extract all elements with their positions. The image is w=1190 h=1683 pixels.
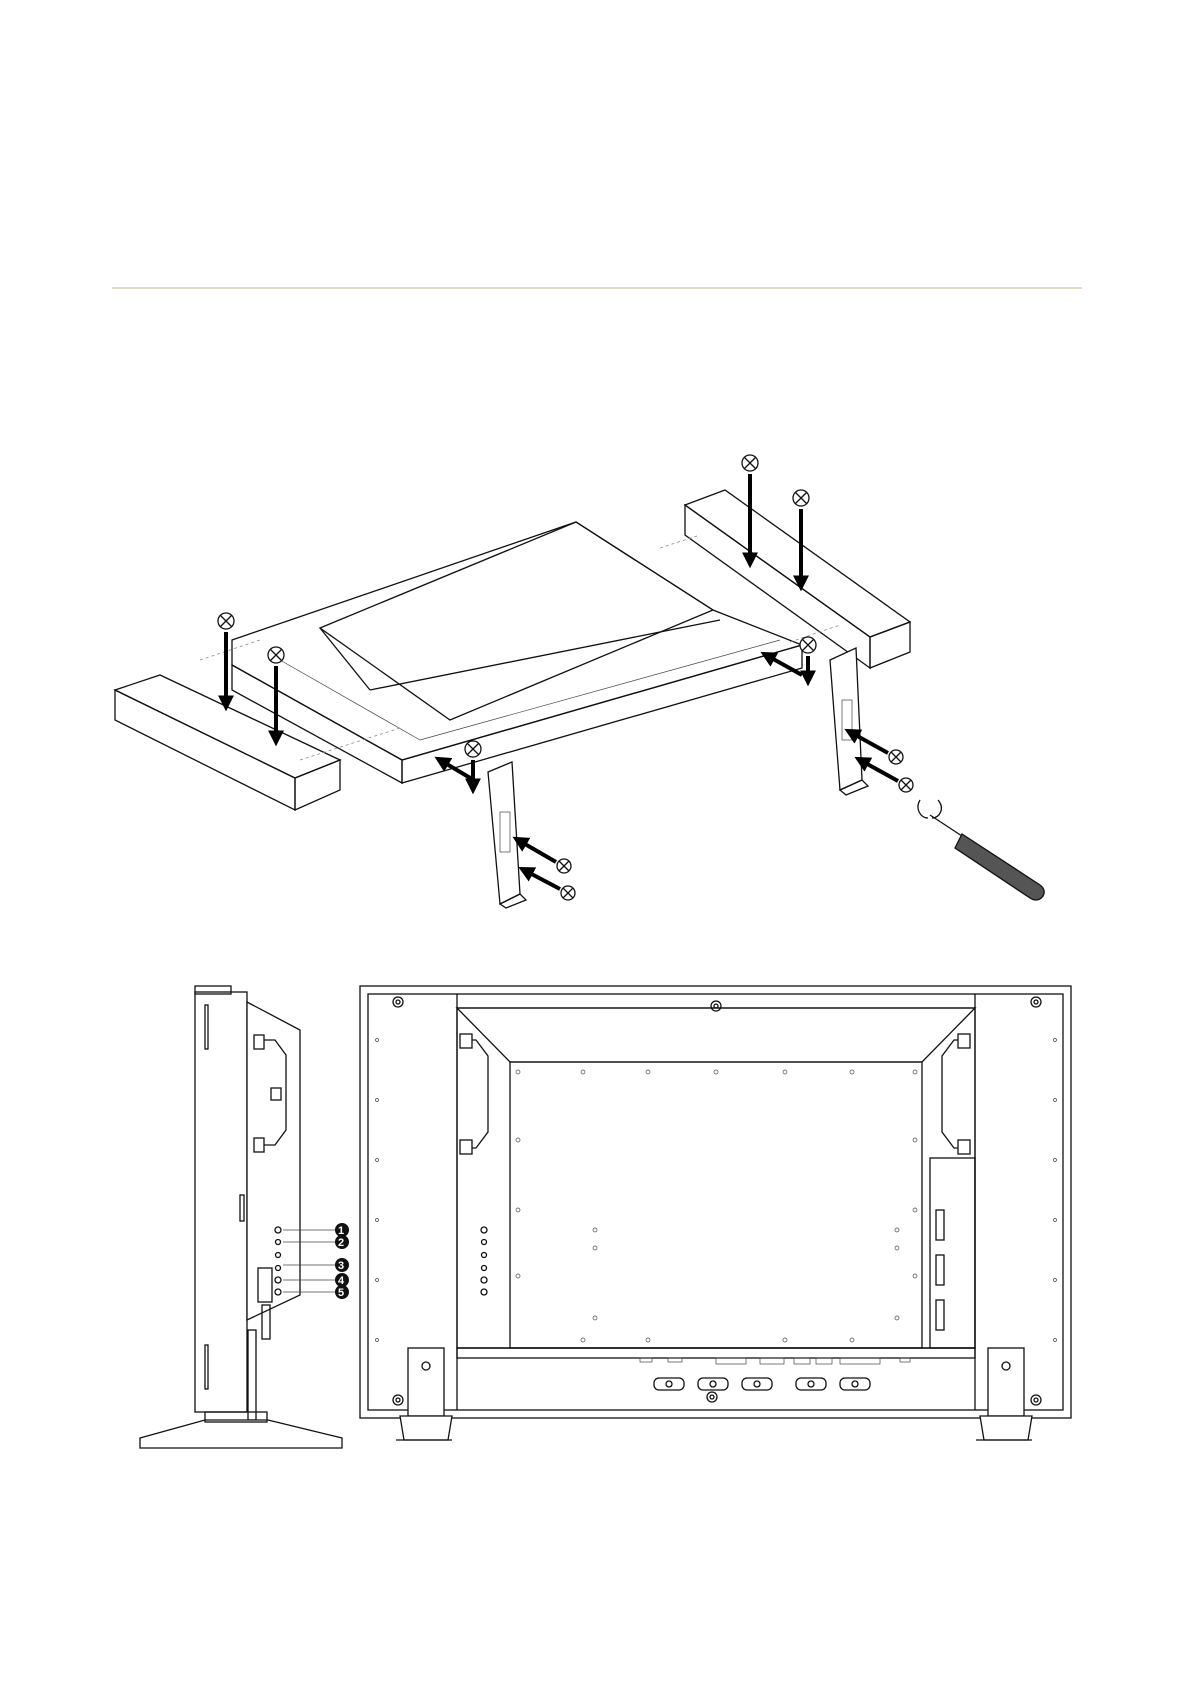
side-view: 1 2 3 4 5 xyxy=(140,986,349,1448)
svg-text:2: 2 xyxy=(338,1237,344,1249)
svg-text:5: 5 xyxy=(338,1287,344,1299)
callout-badge: 4 xyxy=(335,1273,349,1287)
callout-badge: 2 xyxy=(335,1235,349,1249)
callout-badge: 3 xyxy=(335,1258,349,1272)
svg-text:3: 3 xyxy=(338,1260,344,1272)
rear-view xyxy=(360,986,1071,1440)
callout-badge: 5 xyxy=(335,1285,349,1299)
callout-badge: 1 xyxy=(335,1223,349,1237)
